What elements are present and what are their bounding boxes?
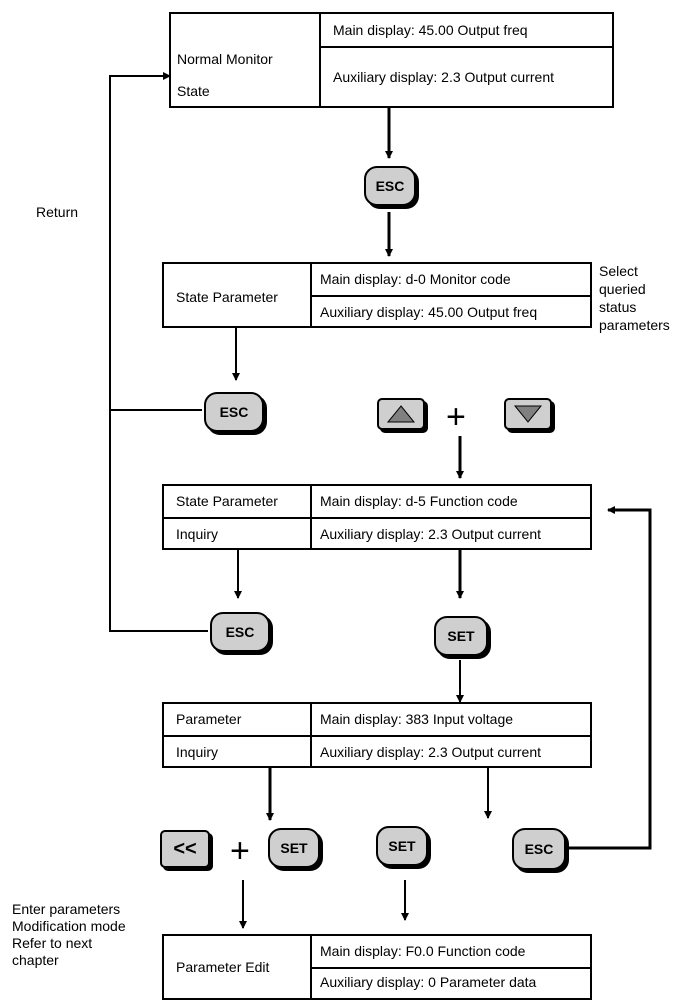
main-display-text: Main display: F0.0 Function code	[320, 943, 526, 959]
main-display-text: Main display: 383 Input voltage	[320, 711, 514, 727]
select-note-line: status	[599, 299, 637, 315]
box-title: State	[177, 83, 210, 99]
aux-display-text: Auxiliary display: 2.3 Output current	[333, 69, 554, 85]
set-key[interactable]: SET	[434, 616, 488, 656]
plus-sign: +	[446, 398, 466, 436]
up-key[interactable]	[377, 398, 425, 430]
return-label: Return	[36, 204, 79, 220]
main-display-text: Main display: 45.00 Output freq	[333, 22, 528, 38]
box-title: Inquiry	[176, 526, 219, 542]
aux-display-text: Auxiliary display: 2.3 Output current	[320, 526, 541, 542]
plus-sign: +	[230, 832, 250, 870]
down-triangle-icon	[513, 405, 543, 423]
enter-note-line: Modification mode	[12, 918, 126, 934]
select-note-line: queried	[599, 281, 646, 297]
box-title: State Parameter	[176, 493, 278, 509]
enter-note: Enter parameters Modification mode Refer…	[12, 901, 126, 969]
box-title: Parameter	[176, 711, 242, 727]
select-note: Select queried status parameters	[599, 262, 670, 334]
esc-loop-line	[566, 506, 652, 850]
state-parameter-inquiry-box: State Parameter Inquiry Main display: d-…	[162, 484, 592, 550]
main-display-text: Main display: d-5 Function code	[320, 493, 518, 509]
state-parameter-box: State Parameter Main display: d-0 Monito…	[162, 262, 592, 328]
enter-note-line: Enter parameters	[12, 901, 121, 917]
enter-note-line: Refer to next	[12, 935, 93, 951]
box-title: Inquiry	[176, 744, 219, 760]
box-title: State Parameter	[176, 289, 278, 305]
enter-note-line: chapter	[12, 952, 59, 968]
down-key[interactable]	[504, 398, 552, 430]
box-title: Parameter Edit	[176, 959, 270, 975]
aux-display-text: Auxiliary display: 45.00 Output freq	[320, 304, 538, 320]
aux-display-text: Auxiliary display: 0 Parameter data	[320, 974, 537, 990]
return-loop-line	[109, 72, 208, 632]
aux-display-text: Auxiliary display: 2.3 Output current	[320, 744, 541, 760]
parameter-inquiry-box: Parameter Inquiry Main display: 383 Inpu…	[162, 702, 592, 768]
shift-key[interactable]: <<	[160, 830, 210, 868]
parameter-edit-box: Parameter Edit Main display: F0.0 Functi…	[162, 934, 592, 1000]
main-display-text: Main display: d-0 Monitor code	[320, 271, 511, 287]
esc-key[interactable]: ESC	[204, 392, 264, 432]
box-title: Normal Monitor	[177, 51, 273, 67]
set-key[interactable]: SET	[268, 828, 320, 868]
esc-key[interactable]: ESC	[364, 166, 416, 206]
select-note-line: parameters	[599, 317, 670, 333]
esc-key[interactable]: ESC	[210, 612, 270, 652]
esc-key[interactable]: ESC	[512, 828, 566, 870]
set-key[interactable]: SET	[376, 826, 428, 866]
up-triangle-icon	[386, 405, 416, 423]
normal-monitor-state-box: Normal Monitor State Main display: 45.00…	[169, 12, 614, 108]
select-note-line: Select	[599, 263, 638, 279]
